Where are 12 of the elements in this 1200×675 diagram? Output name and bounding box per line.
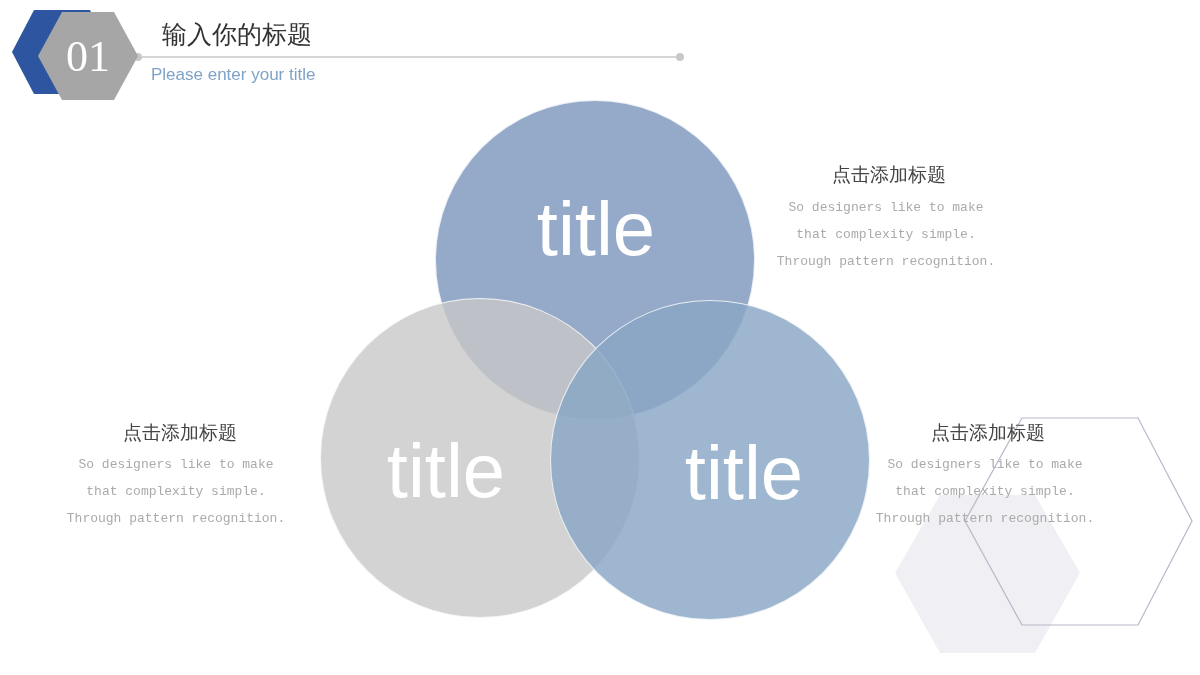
section-heading: 点击添加标题 (123, 421, 237, 445)
description-text: So designers like to make that complexity simple. Through pattern recognition. (874, 456, 1096, 528)
circle-label: title (536, 191, 656, 267)
section-heading: 点击添加标题 (832, 163, 946, 187)
description-text: So designers like to make that complexity simple. Through pattern recognition. (775, 199, 997, 271)
subtitle: Please enter your title (151, 65, 316, 85)
description-text: So designers like to make that complexity simple. Through pattern recognition. (65, 456, 287, 528)
section-heading: 点击添加标题 (931, 421, 1045, 445)
circle-label: title (684, 435, 804, 511)
section-number: 01 (66, 30, 110, 82)
slide-title: 输入你的标题 (162, 19, 312, 50)
number-hexagon (38, 12, 138, 100)
